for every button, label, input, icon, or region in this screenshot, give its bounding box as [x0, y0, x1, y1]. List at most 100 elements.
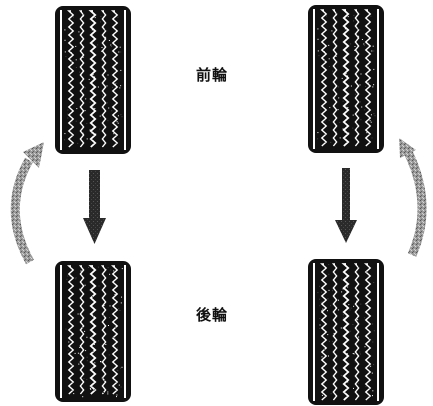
tire-texture-dot: [102, 74, 104, 76]
tire-texture-dot: [356, 271, 358, 273]
tire-texture-dot: [116, 369, 118, 371]
tire-texture-dot: [89, 129, 91, 131]
tire-texture-dot: [91, 132, 93, 134]
tire-texture-dot: [352, 114, 354, 116]
tire-texture-dot: [340, 374, 342, 376]
tire-texture-dot: [86, 378, 88, 380]
tire-texture-dot: [107, 393, 109, 395]
tire-texture-dot: [114, 67, 116, 69]
tire-texture-dot: [118, 138, 120, 140]
tire-texture-dot: [342, 128, 344, 130]
tire-texture-dot: [75, 59, 77, 61]
tire-texture-dot: [71, 61, 73, 63]
tire-tread-groove: [110, 265, 119, 395]
tire-texture-dot: [337, 86, 339, 88]
tire-texture-dot: [353, 20, 355, 22]
tire-texture-dot: [346, 353, 348, 355]
tire-texture-dot: [317, 38, 319, 40]
tire-texture-dot: [71, 77, 73, 79]
tire-texture-dot: [334, 390, 336, 392]
tire-texture-dot: [120, 302, 122, 304]
tire-texture-dot: [67, 109, 69, 111]
tire-texture-dot: [354, 58, 356, 60]
tire-texture-dot: [71, 121, 73, 123]
tire-texture-dot: [85, 98, 87, 100]
tire-texture-dot: [320, 112, 322, 114]
tire-texture-dot: [113, 270, 115, 272]
tire-texture-dot: [355, 93, 356, 95]
tire-edge-groove: [60, 265, 62, 398]
tire-texture-dot: [70, 335, 72, 337]
tire-texture-dot: [93, 375, 95, 376]
tire-tread-groove: [363, 9, 372, 147]
tire-texture-dot: [360, 73, 362, 75]
tire-texture-dot: [94, 109, 95, 111]
tire-texture-dot: [98, 285, 100, 287]
tire-tread-groove: [353, 263, 360, 401]
tire-texture-dot: [69, 21, 71, 23]
tire-texture-dot: [79, 347, 81, 348]
tire-texture-dot: [92, 74, 94, 76]
tire-texture-dot: [74, 352, 76, 354]
tire-texture-dot: [365, 386, 367, 388]
tire-tread-groove: [78, 10, 85, 148]
tire-texture-dot: [100, 15, 102, 17]
tire-texture-dot: [102, 125, 104, 127]
tire-texture-dot: [337, 109, 339, 111]
tire-texture-dot: [120, 51, 122, 53]
tire-texture-dot: [102, 94, 103, 96]
tire-texture-dot: [373, 330, 375, 332]
tire-texture-dot: [69, 275, 71, 277]
tire-texture-dot: [347, 286, 349, 288]
tire-texture-dot: [75, 120, 77, 122]
tire-texture-dot: [77, 142, 79, 144]
tire-texture-dot: [91, 286, 93, 288]
tire-texture-dot: [354, 361, 356, 363]
tire-texture-dot: [361, 106, 363, 108]
tire-texture-dot: [356, 337, 358, 339]
tire-texture-dot: [326, 15, 327, 17]
tire-texture-dot: [85, 350, 87, 352]
tire-texture-dot: [317, 50, 319, 52]
tire-texture-dot: [372, 395, 373, 397]
tire-texture-dot: [117, 16, 119, 18]
tire-texture-dot: [75, 278, 77, 280]
tire-texture-dot: [116, 394, 118, 396]
tire-texture-dot: [93, 106, 95, 108]
tire-texture-dot: [344, 131, 346, 133]
tire-texture-dot: [94, 76, 96, 78]
tire-texture-dot: [322, 308, 324, 310]
tire-texture-dot: [69, 392, 71, 393]
left-down-arrow: [83, 170, 106, 244]
tire-texture-dot: [91, 29, 93, 31]
tire-texture-dot: [349, 330, 351, 332]
tire-tread-groove: [100, 265, 107, 395]
tire-tread-groove: [363, 263, 372, 401]
tire-texture-dot: [359, 353, 361, 355]
tire-texture-dot: [359, 351, 361, 353]
tire-texture-dot: [88, 267, 89, 268]
tire-texture-dot: [353, 353, 355, 355]
tire-texture-dot: [366, 351, 368, 353]
tire-texture-dot: [67, 275, 69, 277]
front-wheel-label: 前輪: [196, 66, 229, 84]
tire-texture-dot: [320, 301, 322, 303]
tire-texture-dot: [94, 349, 96, 351]
front-left-tire: [55, 6, 131, 154]
tire-texture-dot: [106, 30, 108, 32]
tire-texture-dot: [358, 336, 360, 338]
tire-texture-dot: [94, 108, 96, 109]
tire-texture-dot: [321, 310, 323, 312]
tire-texture-dot: [119, 46, 121, 48]
tire-texture-dot: [369, 340, 371, 342]
tire-texture-dot: [373, 113, 375, 115]
tire-texture-dot: [363, 45, 365, 46]
tire-edge-groove: [124, 265, 126, 398]
tire-texture-dot: [341, 77, 343, 79]
tire-texture-dot: [90, 267, 92, 269]
tire-texture-dot: [339, 121, 341, 123]
tire-texture-dot: [65, 328, 67, 330]
tire-texture-dot: [360, 303, 362, 305]
tire-texture-dot: [70, 52, 72, 53]
